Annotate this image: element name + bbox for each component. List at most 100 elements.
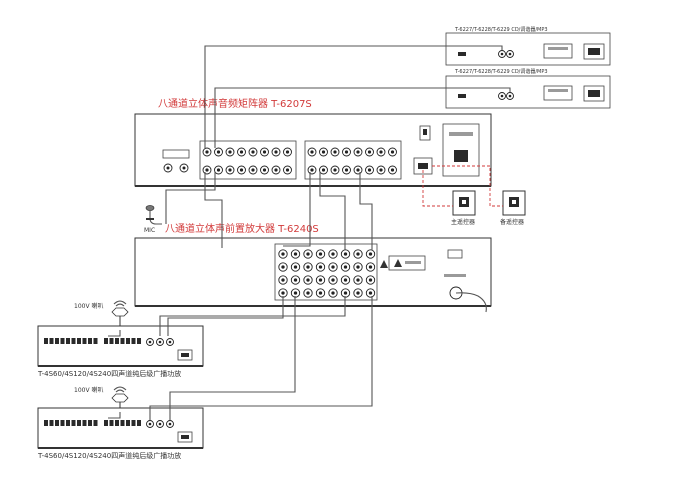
amp1-terminal xyxy=(104,338,108,344)
amp1-terminal xyxy=(126,338,130,344)
preamp-jack-core xyxy=(356,291,360,295)
matrix-input-jack-core xyxy=(216,168,221,172)
matrix-output-jack-core xyxy=(333,168,337,172)
source-unit-2: T-6227/T-6228/T-6229 CD/调谐器/MP3 xyxy=(445,68,611,109)
preamp-title: 八通道立体声前置放大器 T-6240S xyxy=(165,222,319,235)
preamp-jack-core xyxy=(356,278,360,282)
amp2-terminal xyxy=(88,420,92,426)
preamp-jack-core xyxy=(331,278,335,282)
matrix-title: 八通道立体声音频矩阵器 T-6207S xyxy=(158,97,312,110)
matrix-input-jack-core xyxy=(262,168,267,172)
preamp-jack-core xyxy=(293,278,298,282)
matrix-input-jack-core xyxy=(205,150,209,154)
amp1-terminal xyxy=(49,338,54,344)
amp2-terminal xyxy=(44,420,48,426)
preamp-jack-core xyxy=(281,252,285,256)
preamp-jack-core xyxy=(331,265,335,269)
matrix-input-jack-core xyxy=(251,150,255,154)
amp1-terminal xyxy=(120,338,125,344)
signal-wires xyxy=(108,45,511,420)
source-unit-1-label: T-6227/T-6228/T-6229 CD/调谐器/MP3 xyxy=(454,26,548,33)
preamp-jack-core xyxy=(306,265,310,269)
preamp-jack-core xyxy=(318,265,323,269)
amp2-terminal xyxy=(93,420,98,426)
mic-label: MIC xyxy=(144,227,155,234)
preamp-jack-core xyxy=(318,291,323,295)
matrix-output-jack-core xyxy=(367,168,372,172)
amp1-terminal xyxy=(66,338,70,344)
amp2-terminal xyxy=(109,420,114,426)
matrix-output-jack-core xyxy=(321,168,326,172)
preamp-jack-core xyxy=(281,291,285,295)
amp2-terminal xyxy=(126,420,130,426)
preamp-jack-core xyxy=(306,278,310,282)
preamp-jack-core xyxy=(368,265,373,269)
preamp-jack-core xyxy=(356,265,360,269)
control-wires xyxy=(422,165,503,207)
backup-controller-label: 备遥控器 xyxy=(500,218,524,226)
matrix-unit xyxy=(134,113,492,187)
matrix-output-jack-core xyxy=(356,150,360,154)
amp1-terminal xyxy=(93,338,98,344)
amp1-terminal xyxy=(77,338,81,344)
matrix-input-jack-core xyxy=(228,150,232,154)
matrix-output-jack-core xyxy=(390,168,395,172)
preamp-jack-core xyxy=(368,278,373,282)
matrix-output-jack-core xyxy=(379,168,383,172)
preamp-jack-core xyxy=(293,291,298,295)
matrix-input-jack-core xyxy=(285,150,290,154)
amp2-terminal xyxy=(49,420,54,426)
matrix-output-jack-core xyxy=(333,150,337,154)
amp1-terminal xyxy=(88,338,92,344)
amp2-terminal xyxy=(115,420,119,426)
preamp-jack-core xyxy=(318,252,323,256)
mic-icon xyxy=(145,205,162,225)
matrix-output-jack-core xyxy=(310,168,314,172)
preamp-jack-core xyxy=(331,252,335,256)
matrix-output-jack-core xyxy=(356,168,360,172)
source-unit-2-label: T-6227/T-6228/T-6229 CD/调谐器/MP3 xyxy=(454,68,548,75)
amp2-terminal xyxy=(104,420,108,426)
amp2-terminal xyxy=(137,420,141,426)
preamp-jack-core xyxy=(306,291,310,295)
preamp-jack-core xyxy=(343,278,348,282)
preamp-jack-core xyxy=(281,265,285,269)
matrix-output-jack-core xyxy=(344,150,349,154)
amplifier-label-1: T-4S60/4S120/4S240四声道纯后级广播功放 xyxy=(37,369,181,378)
amp2-terminal xyxy=(60,420,65,426)
preamp-jack-core xyxy=(368,291,373,295)
preamp-unit xyxy=(134,237,492,313)
amp2-terminal xyxy=(120,420,125,426)
preamp-jack-core xyxy=(331,291,335,295)
preamp-jack-core xyxy=(318,278,323,282)
preamp-jack-core xyxy=(293,265,298,269)
matrix-input-jack-core xyxy=(251,168,255,172)
main-controller xyxy=(452,190,476,216)
speaker-label-2: 100V 喇叭 xyxy=(74,386,103,394)
matrix-input-jack-core xyxy=(239,150,244,154)
matrix-output-jack-core xyxy=(367,150,372,154)
matrix-input-jack-core xyxy=(239,168,244,172)
amp1-terminal xyxy=(60,338,65,344)
preamp-jack-core xyxy=(368,252,373,256)
amp2-terminal xyxy=(131,420,136,426)
amp1-terminal xyxy=(44,338,48,344)
preamp-jack-core xyxy=(356,252,360,256)
matrix-output-jack-core xyxy=(321,150,326,154)
amp1-terminal xyxy=(131,338,136,344)
amp1-terminal xyxy=(109,338,114,344)
matrix-output-jack-core xyxy=(379,150,383,154)
amp1-terminal xyxy=(71,338,76,344)
preamp-jack-core xyxy=(281,278,285,282)
amp2-terminal xyxy=(77,420,81,426)
matrix-output-jack-core xyxy=(344,168,349,172)
matrix-input-jack-core xyxy=(262,150,267,154)
main-controller-label: 主遥控器 xyxy=(451,218,475,226)
amp2-terminal xyxy=(82,420,87,426)
preamp-jack-core xyxy=(343,265,348,269)
matrix-input-jack-core xyxy=(216,150,221,154)
preamp-jack-core xyxy=(343,252,348,256)
preamp-jack-core xyxy=(343,291,348,295)
amp1-terminal xyxy=(137,338,141,344)
